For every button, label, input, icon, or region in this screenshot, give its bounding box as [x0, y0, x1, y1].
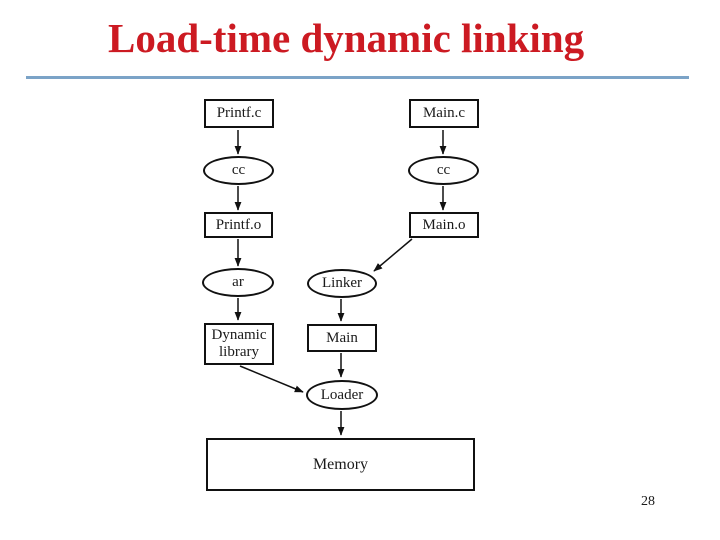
node-memory-label: Memory: [312, 455, 369, 473]
node-printf-c: Printf.c: [204, 99, 274, 128]
node-main: Main: [307, 324, 377, 352]
node-printf-o: Printf.o: [204, 212, 273, 238]
arrow-maino-to-linker: [373, 238, 413, 272]
node-memory: Memory: [206, 438, 475, 491]
slide-title: Load-time dynamic linking: [108, 15, 585, 61]
node-cc-right: cc: [408, 156, 479, 185]
node-ar: ar: [202, 268, 274, 297]
node-main-label: Main: [326, 329, 358, 346]
title-divider: [26, 76, 689, 79]
node-printf-o-label: Printf.o: [215, 216, 262, 233]
node-cc-right-label: cc: [436, 162, 451, 179]
arrow-dynlib-to-loader: [239, 365, 304, 393]
node-dynamic-library: Dynamic library: [204, 323, 274, 365]
node-ar-label: ar: [232, 274, 244, 291]
node-loader: Loader: [306, 380, 378, 410]
node-linker: Linker: [307, 269, 377, 298]
node-loader-label: Loader: [320, 386, 364, 403]
node-cc-left: cc: [203, 156, 274, 185]
node-main-c: Main.c: [409, 99, 479, 128]
page-number: 28: [641, 494, 655, 509]
node-main-o-label: Main.o: [422, 216, 466, 233]
node-main-c-label: Main.c: [422, 105, 466, 122]
node-printf-c-label: Printf.c: [216, 105, 262, 122]
node-linker-label: Linker: [322, 275, 362, 292]
node-cc-left-label: cc: [231, 162, 246, 179]
node-dynamic-library-label: Dynamic library: [211, 327, 267, 360]
node-main-o: Main.o: [409, 212, 479, 238]
